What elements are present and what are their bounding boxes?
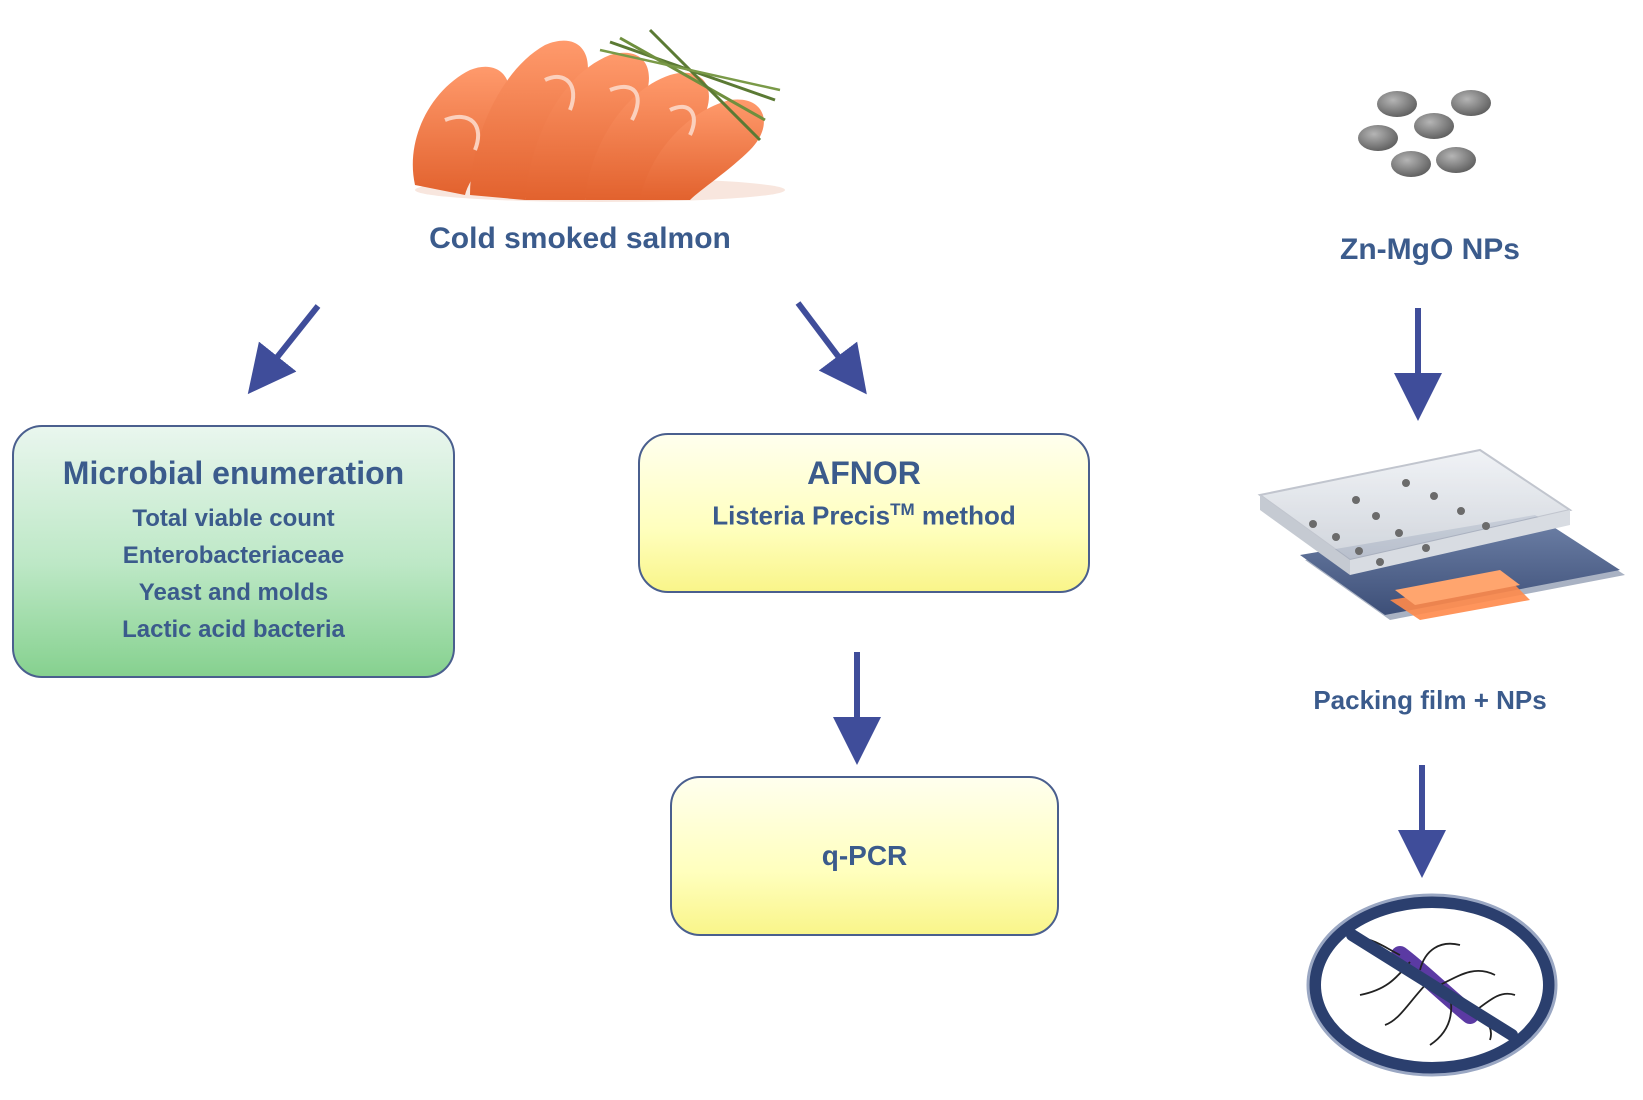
arrow-salmon-to-afnor — [795, 301, 867, 395]
afnor-method-superscript: TM — [890, 500, 915, 519]
microbial-box-title: Microbial enumeration — [62, 455, 405, 491]
nanoparticles-label: Zn-MgO NPs — [1340, 233, 1520, 266]
salmon-label: Cold smoked salmon — [429, 222, 731, 255]
microbial-enumeration-box: Microbial enumeration Total viable count… — [12, 425, 455, 678]
qpcr-label: q-PCR — [821, 840, 908, 871]
nanoparticle-cluster-icon — [1358, 90, 1491, 177]
packing-film-tray-icon — [1257, 448, 1625, 620]
microbial-item: Total viable count — [132, 505, 335, 532]
arrow-salmon-to-microbial — [247, 304, 321, 395]
microbial-item: Yeast and molds — [138, 579, 329, 606]
salmon-slices-icon — [412, 28, 785, 202]
microbial-item: Lactic acid bacteria — [122, 616, 345, 643]
afnor-box: AFNOR Listeria PrecisTM method — [638, 433, 1090, 593]
afnor-method-suffix: method — [914, 500, 1016, 531]
afnor-method: Listeria PrecisTM method — [712, 500, 1015, 532]
afnor-method-prefix: Listeria Precis — [712, 500, 891, 531]
packing-film-label: Packing film + NPs — [1313, 685, 1547, 715]
qpcr-box: q-PCR — [670, 776, 1059, 936]
microbial-item: Enterobacteriaceae — [122, 542, 345, 569]
afnor-title: AFNOR — [807, 455, 921, 491]
no-bacteria-icon — [1306, 893, 1558, 1077]
